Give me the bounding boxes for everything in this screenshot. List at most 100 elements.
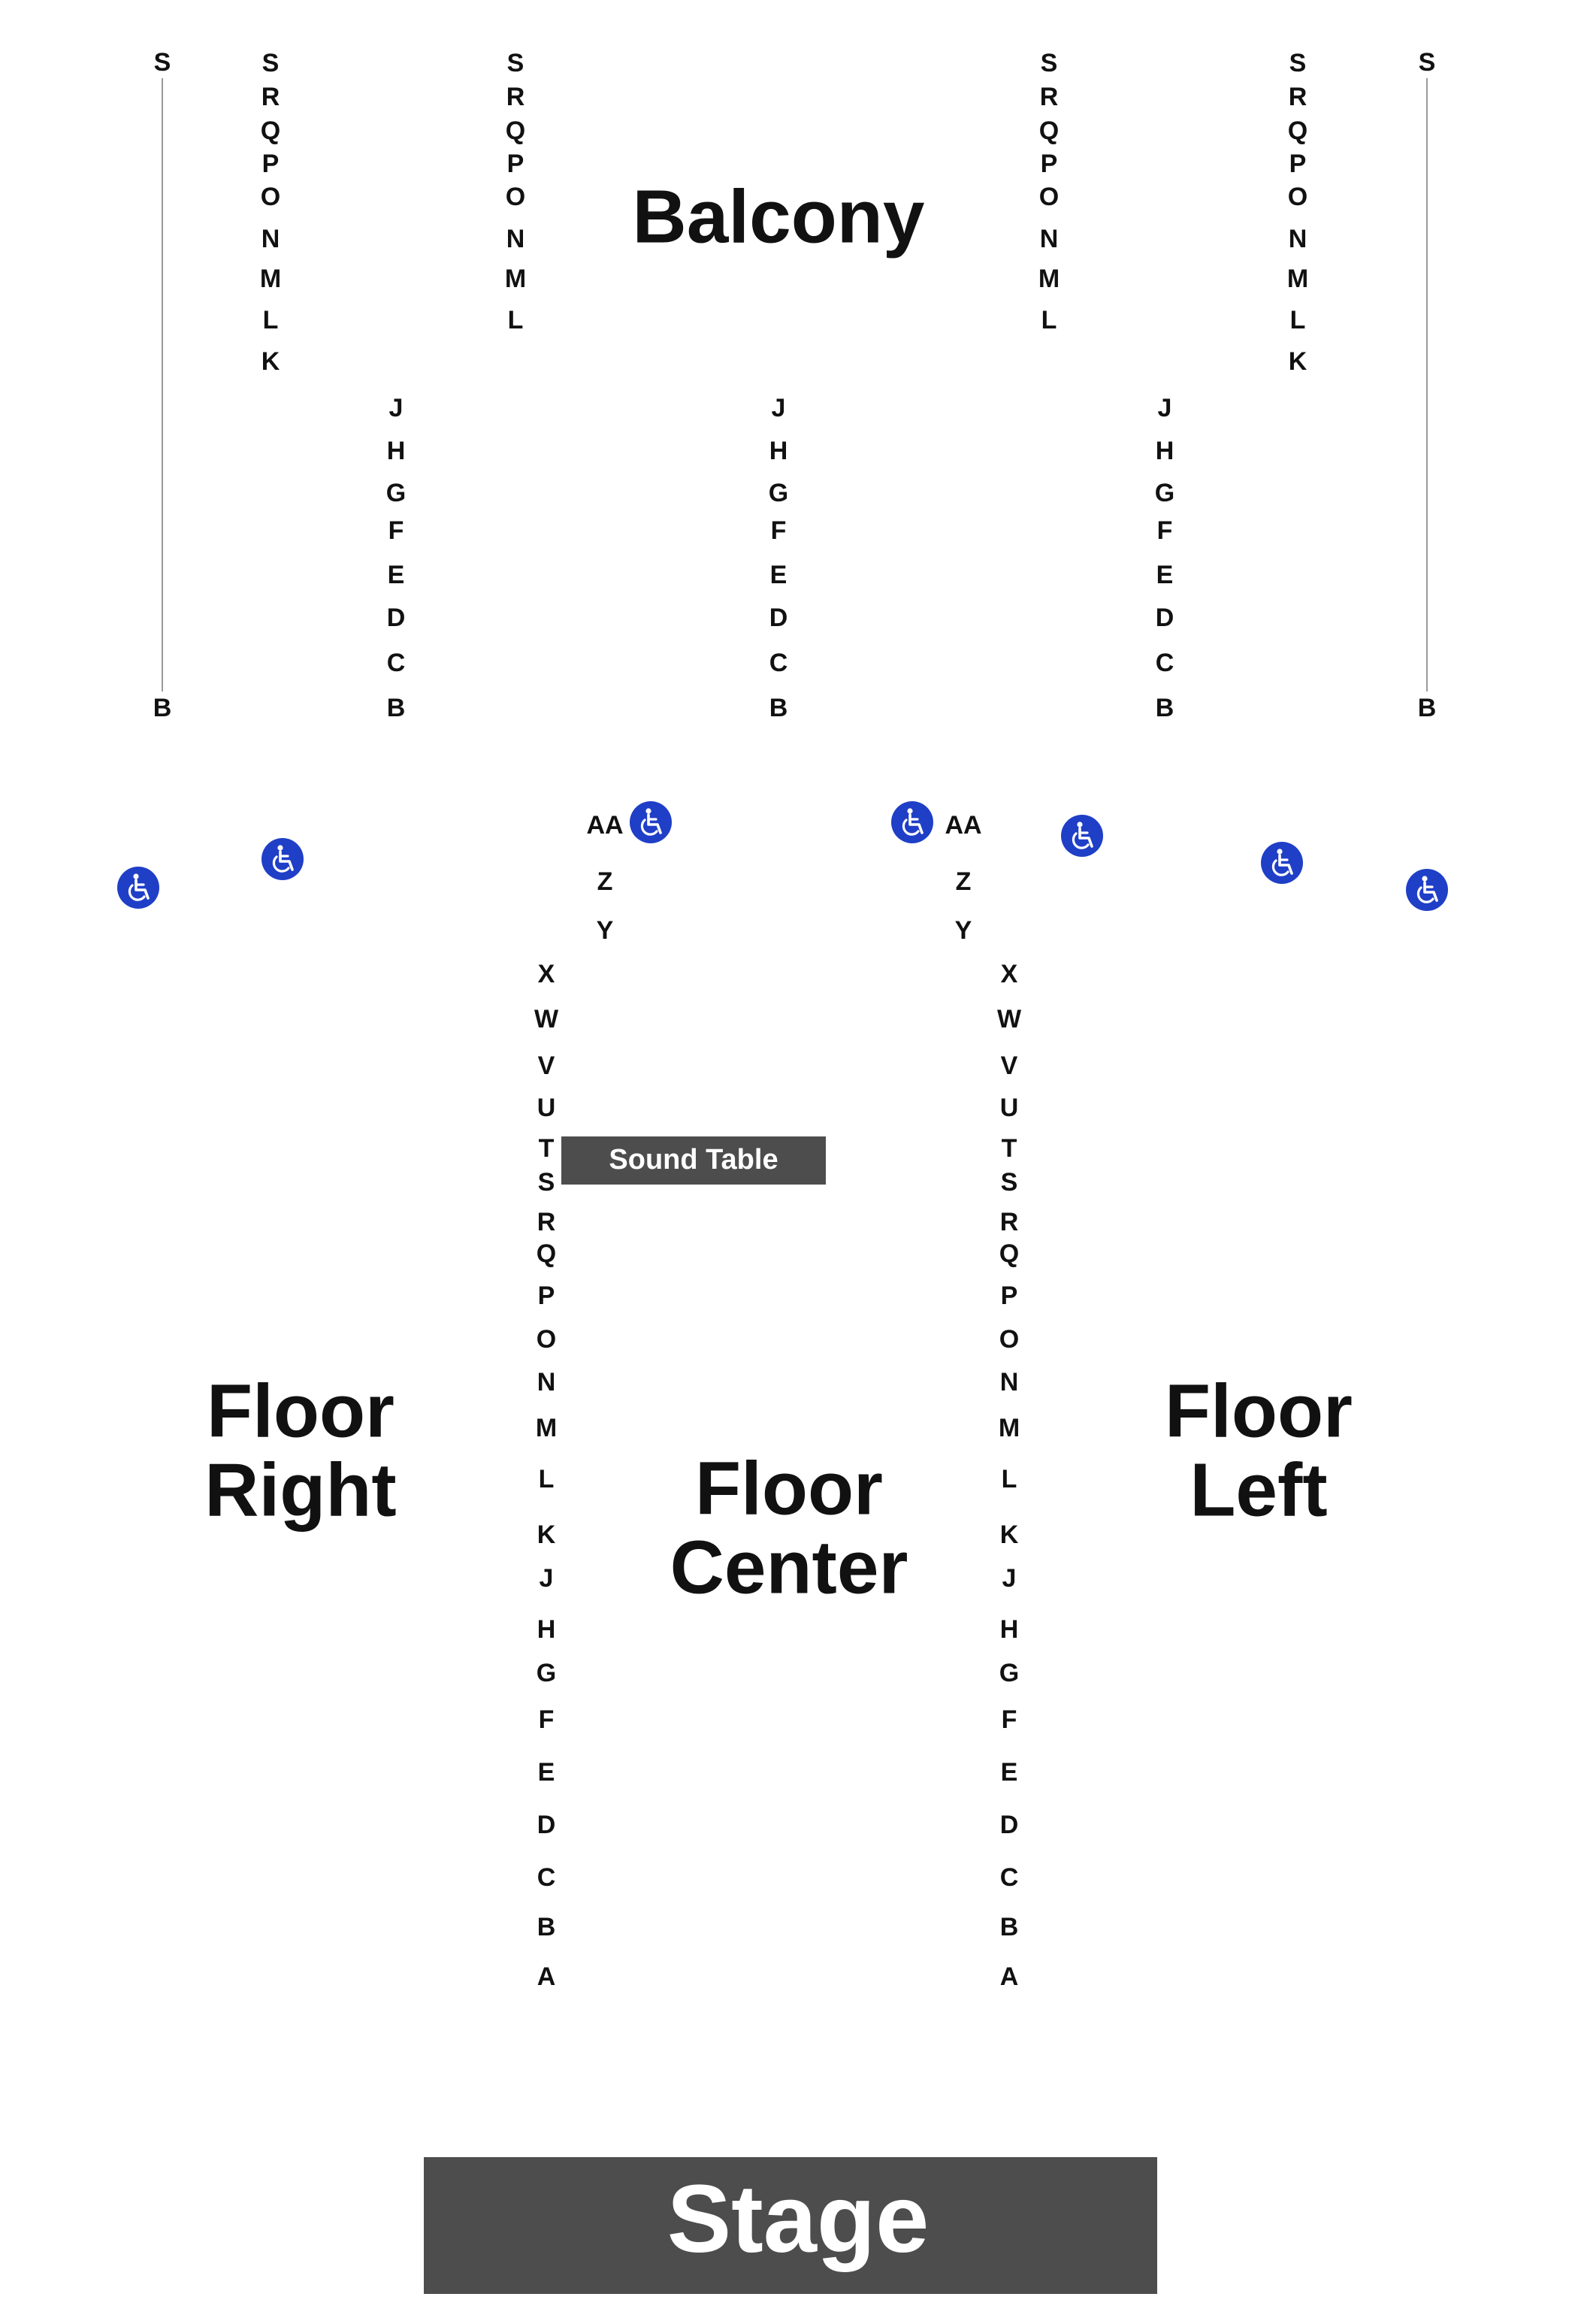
floor-aisle-1-row-w: W — [534, 1005, 559, 1033]
wheelchair-icon — [890, 800, 935, 845]
balcony-edge-right-top-label: S — [154, 48, 171, 77]
section-title-floor-left-line-1: Floor — [1165, 1369, 1353, 1453]
balcony-lower-aisle-3-row-f: F — [1157, 516, 1173, 545]
floor-aisle-2-row-o: O — [999, 1325, 1019, 1354]
floor-aisle-1-row-k: K — [537, 1521, 556, 1549]
wheelchair-icon — [260, 837, 305, 882]
floor-aisle-2-row-f: F — [1002, 1705, 1017, 1734]
balcony-aisle-1-row-s: S — [262, 49, 280, 77]
floor-aisle-2-row-r: R — [1000, 1208, 1019, 1236]
balcony-aisle-2-row-m: M — [505, 265, 526, 293]
balcony-lower-aisle-3-row-e: E — [1156, 561, 1174, 589]
floor-aisle-2-row-j: J — [1002, 1564, 1017, 1593]
floor-aisle-1-row-h: H — [537, 1615, 556, 1644]
balcony-lower-aisle-2-row-h: H — [769, 437, 788, 465]
balcony-aisle-2-row-s: S — [507, 49, 524, 77]
sound-table-box — [561, 1136, 826, 1185]
section-title-floor-right-line-1: Floor — [207, 1369, 394, 1453]
balcony-aisle-4-row-q: Q — [1288, 117, 1307, 145]
floor-front-aisle-2-row-z: Z — [956, 867, 972, 896]
floor-aisle-1-row-r: R — [537, 1208, 556, 1236]
balcony-aisle-2-row-q: Q — [506, 117, 525, 145]
floor-aisle-2-row-q: Q — [999, 1239, 1019, 1268]
floor-aisle-1-row-e: E — [538, 1758, 555, 1787]
floor-front-row-labels-aisle-2: AA ZY — [945, 811, 981, 945]
floor-aisle-1-row-j: J — [540, 1564, 554, 1593]
balcony-lower-aisle-1-row-b: B — [387, 694, 406, 722]
floor-aisle-2-row-t: T — [1002, 1134, 1017, 1163]
floor-aisle-2-row-a: A — [1000, 1962, 1019, 1991]
balcony-aisle-2-row-r: R — [506, 83, 525, 111]
stage-label: Stage — [667, 2165, 930, 2273]
floor-aisle-2-row-w: W — [997, 1005, 1022, 1033]
floor-aisle-2-row-u: U — [1000, 1094, 1019, 1122]
floor-aisle-1-row-x: X — [538, 960, 555, 988]
section-title-balcony: Balcony — [632, 174, 924, 259]
balcony-aisle-3-row-r: R — [1040, 83, 1059, 111]
balcony-aisle-1-row-k: K — [261, 347, 280, 376]
wheelchair-icon — [1259, 840, 1304, 885]
floor-aisle-1-row-q: Q — [537, 1239, 556, 1268]
balcony-lower-aisle-3-row-g: G — [1155, 479, 1174, 507]
balcony-edge-left-top-label: S — [1419, 48, 1436, 77]
floor-aisle-1-row-t: T — [539, 1134, 555, 1163]
floor-aisle-1-row-c: C — [537, 1863, 556, 1892]
accessible-seating-markers — [116, 800, 1450, 912]
balcony-lower-aisle-1-row-e: E — [388, 561, 405, 589]
floor-aisle-1-row-l: L — [539, 1465, 555, 1493]
floor-aisle-2-row-p: P — [1001, 1282, 1018, 1310]
floor-front-aisle-2-row-y: Y — [955, 916, 972, 945]
balcony-lower-aisle-3-row-c: C — [1156, 649, 1174, 677]
balcony-aisle-3-row-p: P — [1041, 150, 1058, 178]
wheelchair-icon — [1060, 813, 1105, 858]
balcony-aisle-2-row-p: P — [507, 150, 524, 178]
balcony-aisle-3-row-l: L — [1041, 306, 1057, 334]
floor-front-aisle-2-row-aa: AA — [945, 811, 981, 840]
balcony-aisle-4-row-r: R — [1289, 83, 1307, 111]
floor-aisle-2-row-c: C — [1000, 1863, 1019, 1892]
balcony-aisle-3-row-s: S — [1041, 49, 1058, 77]
balcony-lower-aisle-3-row-d: D — [1156, 604, 1174, 632]
sound-table-label: Sound Table — [609, 1144, 778, 1176]
balcony-lower-aisle-2-row-g: G — [769, 479, 788, 507]
balcony-aisle-2-row-n: N — [506, 225, 525, 253]
balcony-lower-aisle-3-row-j: J — [1158, 394, 1172, 422]
balcony-lower-aisle-2-row-e: E — [770, 561, 787, 589]
balcony-aisle-4-row-n: N — [1289, 225, 1307, 253]
floor-aisle-2-row-g: G — [999, 1659, 1019, 1687]
balcony-aisle-1-row-p: P — [262, 150, 280, 178]
balcony-aisle-4-row-l: L — [1290, 306, 1306, 334]
wheelchair-icon — [1404, 867, 1450, 912]
section-title-floor-center-line-1: Floor — [695, 1446, 883, 1530]
balcony-aisle-2-row-l: L — [508, 306, 524, 334]
balcony-aisle-1-row-q: Q — [261, 117, 280, 145]
balcony-aisle-4-row-s: S — [1289, 49, 1307, 77]
floor-aisle-2-row-s: S — [1001, 1168, 1018, 1197]
floor-aisle-2-row-e: E — [1001, 1758, 1018, 1787]
balcony-lower-aisle-3-row-b: B — [1156, 694, 1174, 722]
floor-aisle-1-row-s: S — [538, 1168, 555, 1197]
balcony-edge-right-bottom-label: B — [153, 694, 172, 722]
balcony-aisle-1-row-n: N — [261, 225, 280, 253]
floor-aisle-1-row-a: A — [537, 1962, 556, 1991]
section-title-floor-right-line-2: Right — [204, 1448, 396, 1532]
balcony-lower-aisle-2-row-d: D — [769, 604, 788, 632]
floor-front-aisle-1-row-z: Z — [597, 867, 613, 896]
balcony-lower-aisle-2-row-b: B — [769, 694, 788, 722]
floor-aisle-2-row-l: L — [1002, 1465, 1017, 1493]
balcony-lower-aisle-3-row-h: H — [1156, 437, 1174, 465]
floor-aisle-1-row-n: N — [537, 1368, 556, 1397]
floor-aisle-2-row-k: K — [1000, 1521, 1019, 1549]
section-title-floor-left-line-2: Left — [1190, 1448, 1327, 1532]
balcony-aisle-3-row-o: O — [1039, 183, 1059, 211]
floor-aisle-1-row-f: F — [539, 1705, 555, 1734]
balcony-lower-aisle-1-row-c: C — [387, 649, 406, 677]
floor-aisle-1-row-g: G — [537, 1659, 556, 1687]
balcony-lower-aisle-1-row-d: D — [387, 604, 406, 632]
balcony-lower-aisle-1-row-g: G — [386, 479, 406, 507]
floor-aisle-1-row-o: O — [537, 1325, 556, 1354]
